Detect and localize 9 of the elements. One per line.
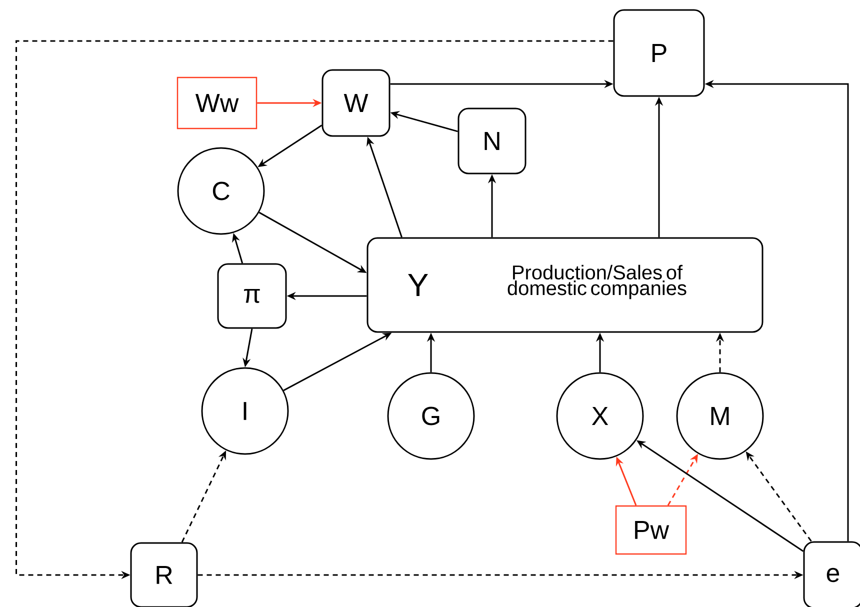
variable-box: e xyxy=(803,541,860,607)
input-box: Ww xyxy=(176,76,258,130)
variable-box: P xyxy=(613,9,705,97)
variable-box: N xyxy=(458,108,526,174)
variable-box: W xyxy=(322,69,390,137)
production-box: Y Production/Sales of domestic companies xyxy=(366,237,764,333)
variable-box: π xyxy=(217,263,287,329)
variable-box: R xyxy=(130,542,198,607)
input-box: Pw xyxy=(615,505,687,555)
